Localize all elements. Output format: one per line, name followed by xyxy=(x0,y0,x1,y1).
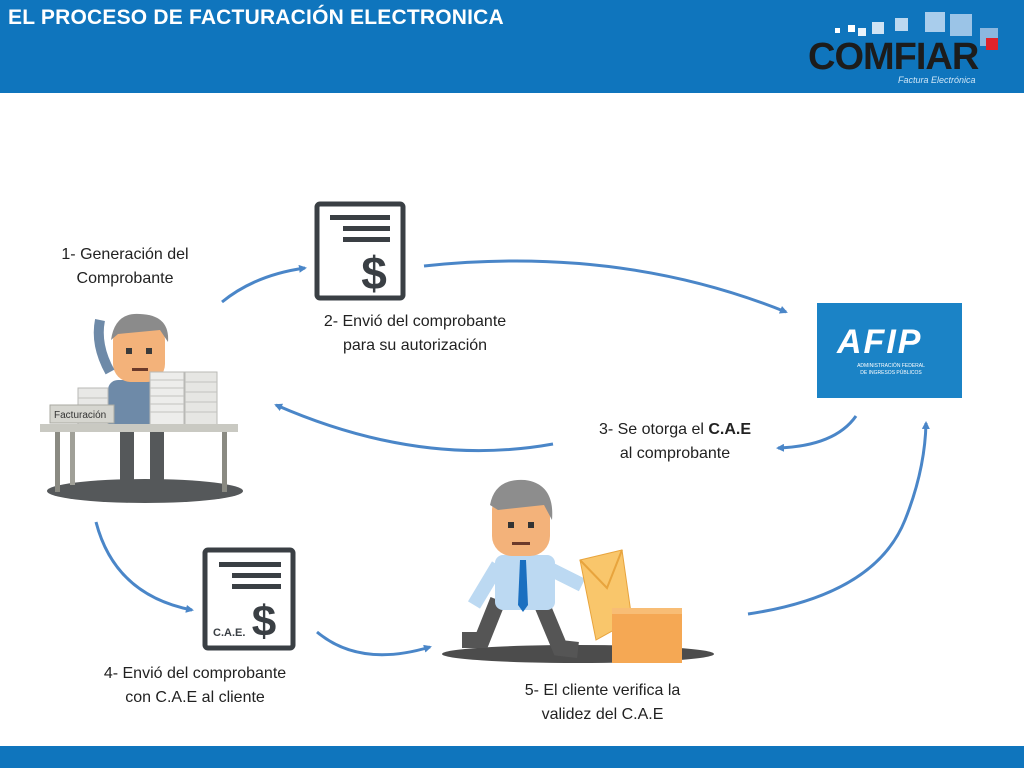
step1-line2: Comprobante xyxy=(76,270,174,287)
afip-subtitle: ADMINISTRACIÓN FEDERAL DE INGRESOS PÚBLI… xyxy=(851,363,931,377)
step2-label: 2- Envió del comprobante para su autoriz… xyxy=(300,310,530,358)
step3-line1-bold: C.A.E xyxy=(708,421,752,438)
page-title: EL PROCESO DE FACTURACIÓN ELECTRONICA xyxy=(8,6,504,29)
afip-name: AFIP xyxy=(837,323,923,361)
afip-sub-line2: DE INGRESOS PÚBLICOS xyxy=(860,370,922,376)
svg-text:Facturación: Facturación xyxy=(54,410,106,421)
arrow-afip-to-cae xyxy=(776,415,858,452)
footer-bar xyxy=(0,746,1024,768)
arrow-desk-to-cae-invoice xyxy=(94,521,194,613)
stressed-worker-illustration: Facturación xyxy=(40,313,243,503)
svg-text:$: $ xyxy=(361,247,387,299)
svg-text:$: $ xyxy=(252,597,276,646)
step2-line1: 2- Envió del comprobante xyxy=(323,313,507,330)
comfiar-logo: COMFIAR Factura Electrónica xyxy=(800,8,1020,88)
invoice-icon: $ xyxy=(314,201,406,301)
client-illustration xyxy=(442,479,714,663)
arrow-cae-to-desk xyxy=(274,403,554,453)
logo-text: COMFIAR xyxy=(808,36,979,78)
arrow-step1-to-invoice xyxy=(221,264,307,304)
step4-label: 4- Envió del comprobante con C.A.E al cl… xyxy=(80,662,310,710)
step1-label: 1- Generación del Comprobante xyxy=(40,243,210,291)
afip-sub-line1: ADMINISTRACIÓN FEDERAL xyxy=(857,363,925,369)
step5-line2: validez del C.A.E xyxy=(541,706,664,723)
arrow-cae-invoice-to-client xyxy=(316,630,432,657)
step3-label: 3- Se otorga el C.A.E al comprobante xyxy=(575,418,775,466)
step4-line2: con C.A.E al cliente xyxy=(125,689,265,706)
step2-line2: para su autorización xyxy=(342,337,488,354)
step3-line1: 3- Se otorga el C.A.E xyxy=(575,418,775,442)
arrow-client-to-afip xyxy=(747,421,930,616)
step5-line1: 5- El cliente verifica la xyxy=(524,682,681,699)
invoice-cae-icon: $ C.A.E. xyxy=(202,547,296,651)
step4-line1: 4- Envió del comprobante xyxy=(103,665,287,682)
header-bar: EL PROCESO DE FACTURACIÓN ELECTRONICA CO… xyxy=(0,0,1024,93)
step3-line2: al comprobante xyxy=(619,445,731,462)
afip-logo: AFIP ADMINISTRACIÓN FEDERAL DE INGRESOS … xyxy=(817,303,962,398)
arrow-invoice-to-afip xyxy=(423,259,788,314)
step3-line1-prefix: 3- Se otorga el xyxy=(598,421,709,438)
step1-line1: 1- Generación del xyxy=(61,246,189,263)
logo-subtitle: Factura Electrónica xyxy=(898,75,976,85)
step5-label: 5- El cliente verifica la validez del C.… xyxy=(490,679,715,727)
logo-squares-icon xyxy=(835,12,998,50)
svg-text:C.A.E.: C.A.E. xyxy=(213,627,245,639)
